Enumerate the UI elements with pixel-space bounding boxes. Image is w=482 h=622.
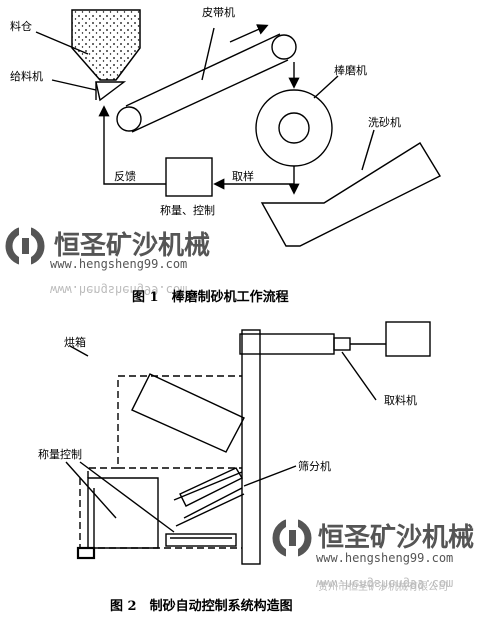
vertical-column: [241, 329, 261, 565]
feeder-shape: [95, 81, 127, 102]
weigh-control-box: [165, 157, 213, 197]
sampler-arm: [239, 333, 335, 355]
weigh-box: [87, 477, 159, 549]
rod-mill: [255, 89, 333, 167]
label-feeder: 给料机: [10, 69, 43, 83]
label-weigh-control: 称量、控制: [160, 203, 215, 217]
watermark-url: www.hengsheng99.com: [50, 257, 187, 271]
label-sand-washer: 洗砂机: [368, 115, 401, 129]
base-left: [76, 546, 96, 560]
belt-conveyor: [116, 24, 297, 133]
label-hopper: 料仓: [10, 19, 32, 33]
figure-1: 料仓 给料机 皮带机 棒磨机 洗砂机 取样 反馈 称量、控制: [10, 5, 441, 247]
watermark-top: 恒圣矿沙机械 www.hengsheng99.com www.hengsheng…: [5, 226, 210, 297]
oven-tray: [131, 373, 245, 453]
watermark-company: 贵州市恒圣矿沙机械有限公司: [318, 580, 448, 593]
label-sampler: 取料机: [384, 393, 417, 407]
figure1-caption: 图 1 棒磨制砂机工作流程: [132, 289, 289, 305]
hopper-shape: [71, 9, 141, 81]
sand-washer: [260, 142, 441, 247]
brand-logo-icon: [5, 226, 45, 266]
sampler-head: [333, 337, 351, 351]
watermark-url-reflection: www.hengsheng99.com: [50, 283, 187, 297]
weigh-dish: [165, 533, 237, 547]
sampler-motor-box: [385, 321, 431, 357]
label-belt: 皮带机: [202, 5, 235, 19]
watermark-url-reflection-2: www.hengsheng99.com: [316, 577, 453, 591]
watermark-brand-2: 恒圣矿沙机械: [318, 522, 474, 553]
label-oven: 烘箱: [64, 335, 86, 349]
label-rod-mill: 棒磨机: [334, 63, 367, 77]
figure2-caption: 图 2 制砂自动控制系统构造图: [110, 598, 293, 614]
brand-logo-icon: [272, 518, 312, 558]
label-weigh-control-2: 称量控制: [38, 447, 82, 461]
watermark-brand: 恒圣矿沙机械: [54, 230, 210, 261]
feedback-arrow: [98, 105, 166, 185]
separator-sieve: [173, 467, 245, 527]
watermark-url-2: www.hengsheng99.com: [316, 551, 453, 565]
label-sampling: 取样: [232, 169, 254, 183]
oven-enclosure: [87, 375, 242, 478]
watermark-bottom: 恒圣矿沙机械 www.hengsheng99.com www.hengsheng…: [272, 518, 474, 593]
figure-2: 烘箱 取料机 称量控制 筛分机: [38, 321, 431, 565]
label-separator: 筛分机: [298, 459, 331, 473]
label-feedback: 反馈: [114, 170, 136, 183]
